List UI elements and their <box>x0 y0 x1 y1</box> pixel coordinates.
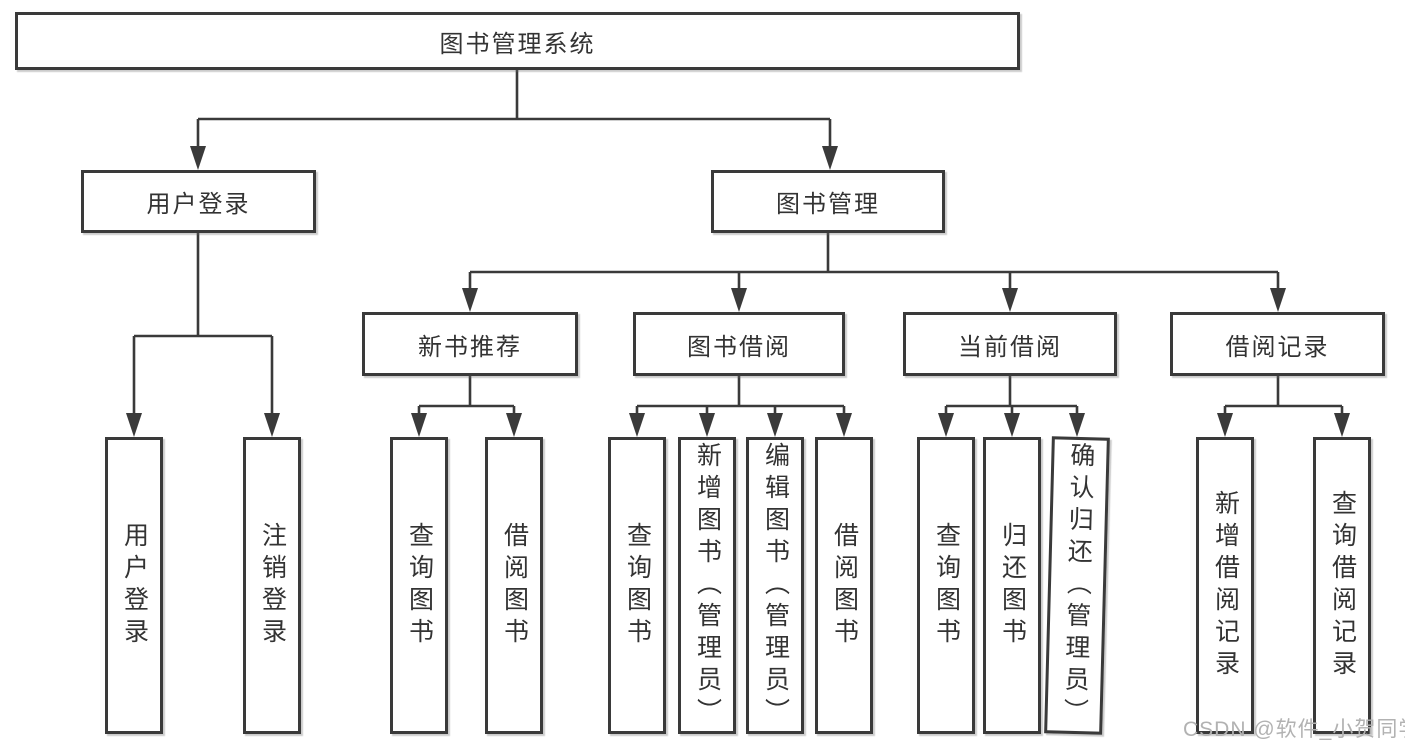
leaf-add-books-admin-label: 新增图书（管理员） <box>693 441 722 730</box>
node-book-borrowing: 图书借阅 <box>633 312 845 376</box>
leaf-confirm-return-admin-label: 确认归还（管理员） <box>1059 441 1096 730</box>
leaf-confirm-return-admin: 确认归还（管理员） <box>1044 436 1110 735</box>
watermark: CSDN @软件_小贺同学 <box>1183 718 1405 741</box>
node-borrowing-records-label: 借阅记录 <box>1225 333 1330 361</box>
leaf-add-books-admin: 新增图书（管理员） <box>678 437 736 734</box>
leaf-user-login: 用户登录 <box>105 437 163 734</box>
node-user-login-label: 用户登录 <box>146 191 251 218</box>
leaf-logout-label: 注销登录 <box>258 521 287 650</box>
leaf-borrow-books: 借阅图书 <box>815 437 873 734</box>
leaf-query-books-recommend-label: 查询图书 <box>405 521 434 650</box>
node-book-borrowing-label: 图书借阅 <box>687 333 791 361</box>
leaf-return-books: 归还图书 <box>983 437 1041 734</box>
node-user-login: 用户登录 <box>81 170 316 233</box>
leaf-query-books-recommend: 查询图书 <box>390 437 448 734</box>
leaf-query-books-borrow-label: 查询图书 <box>623 521 652 650</box>
leaf-query-books-current: 查询图书 <box>917 437 975 734</box>
node-book-management: 图书管理 <box>711 170 945 233</box>
node-borrowing-records: 借阅记录 <box>1170 312 1385 376</box>
leaf-borrow-books-recommend-label: 借阅图书 <box>500 521 529 650</box>
leaf-query-borrow-record-label: 查询借阅记录 <box>1328 489 1357 682</box>
node-current-borrowing-label: 当前借阅 <box>958 333 1062 361</box>
node-new-book-recommendation-label: 新书推荐 <box>418 333 522 361</box>
leaf-query-borrow-record: 查询借阅记录 <box>1313 437 1371 734</box>
leaf-user-login-label: 用户登录 <box>120 521 149 650</box>
leaf-edit-books-admin-label: 编辑图书（管理员） <box>761 441 790 730</box>
leaf-query-books-borrow: 查询图书 <box>608 437 666 734</box>
node-current-borrowing: 当前借阅 <box>903 312 1117 376</box>
leaf-logout: 注销登录 <box>243 437 301 734</box>
leaf-query-books-current-label: 查询图书 <box>932 521 961 650</box>
node-library-system: 图书管理系统 <box>15 12 1020 70</box>
leaf-borrow-books-label: 借阅图书 <box>830 521 859 650</box>
leaf-edit-books-admin: 编辑图书（管理员） <box>746 437 804 734</box>
leaf-add-borrow-record-label: 新增借阅记录 <box>1211 489 1240 682</box>
node-library-system-label: 图书管理系统 <box>439 30 596 58</box>
leaf-return-books-label: 归还图书 <box>998 521 1027 650</box>
leaf-borrow-books-recommend: 借阅图书 <box>485 437 543 734</box>
node-book-management-label: 图书管理 <box>776 191 880 218</box>
leaf-add-borrow-record: 新增借阅记录 <box>1196 437 1254 734</box>
node-new-book-recommendation: 新书推荐 <box>362 312 578 376</box>
